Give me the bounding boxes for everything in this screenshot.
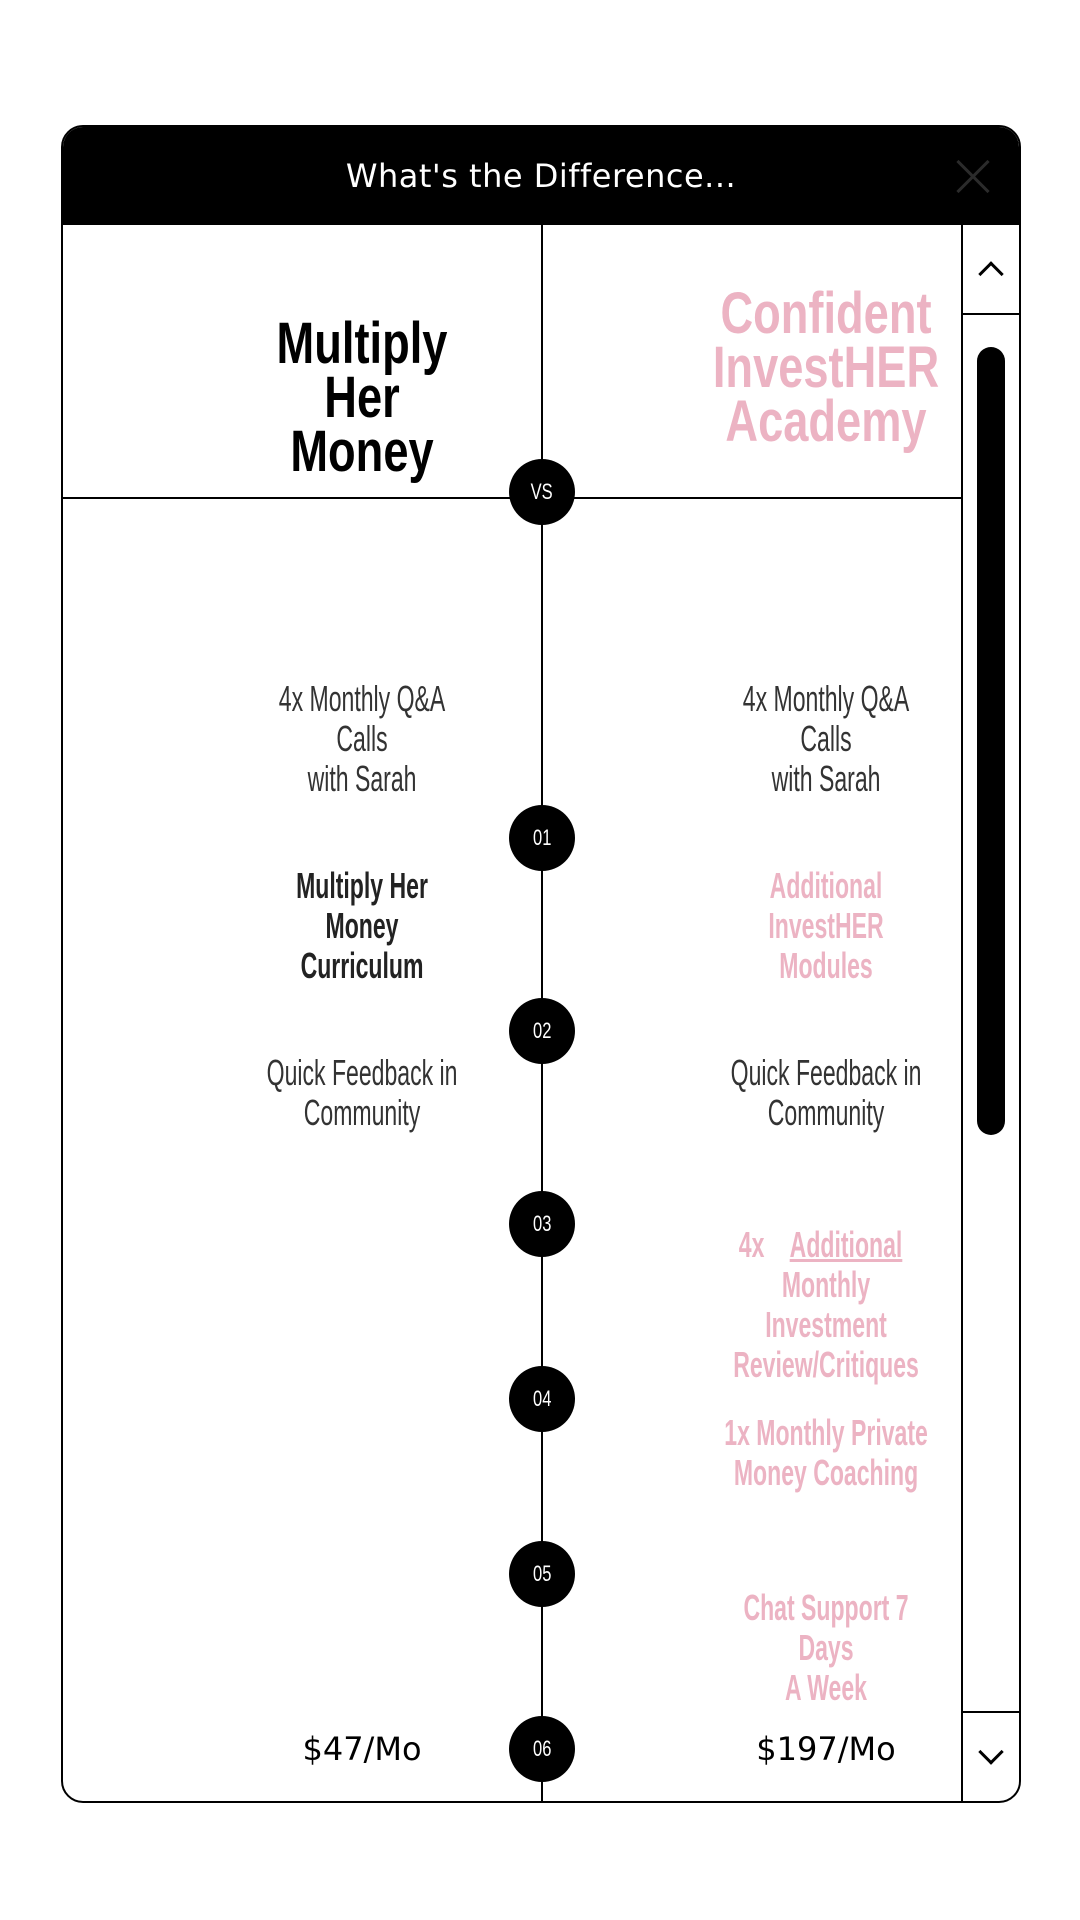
- vs-label: VS: [530, 479, 554, 504]
- scrollbar[interactable]: [961, 225, 1019, 1801]
- plan-name-left-line1: Multiply Her: [276, 311, 448, 430]
- scroll-thumb[interactable]: [977, 347, 1005, 1135]
- chevron-down-icon: [978, 1739, 1004, 1765]
- feature-number-02: 02: [509, 998, 575, 1064]
- modal-title: What's the Difference...: [345, 157, 737, 195]
- chevron-up-icon: [978, 261, 1004, 287]
- comparison-table: Multiply Her Money VS Confident InvestHE…: [63, 225, 963, 1801]
- vs-badge: VS: [509, 459, 575, 525]
- scroll-up-button[interactable]: [963, 225, 1019, 315]
- plan-name-right-line2: InvestHER: [712, 335, 940, 400]
- price-right: $197/Mo: [756, 1730, 896, 1768]
- feature-number-04: 04: [509, 1366, 575, 1432]
- plan-name-left-line2: Money: [290, 419, 434, 484]
- plan-name-right-line1: Confident: [720, 281, 932, 346]
- scroll-down-button[interactable]: [963, 1711, 1019, 1801]
- modal-header: What's the Difference...: [63, 127, 1019, 225]
- feature-number-05: 05: [509, 1541, 575, 1607]
- plan-name-right: Confident InvestHER Academy: [697, 281, 954, 454]
- plan-name-left: Multiply Her Money: [233, 311, 490, 484]
- feature-number-03: 03: [509, 1191, 575, 1257]
- close-icon[interactable]: [955, 158, 991, 194]
- price-left: $47/Mo: [302, 1730, 422, 1768]
- feature-number-01: 01: [509, 805, 575, 871]
- feature-number-06: 06: [509, 1716, 575, 1782]
- plan-name-right-line3: Academy: [725, 389, 927, 454]
- comparison-modal: What's the Difference... Multiply Her Mo…: [61, 125, 1021, 1803]
